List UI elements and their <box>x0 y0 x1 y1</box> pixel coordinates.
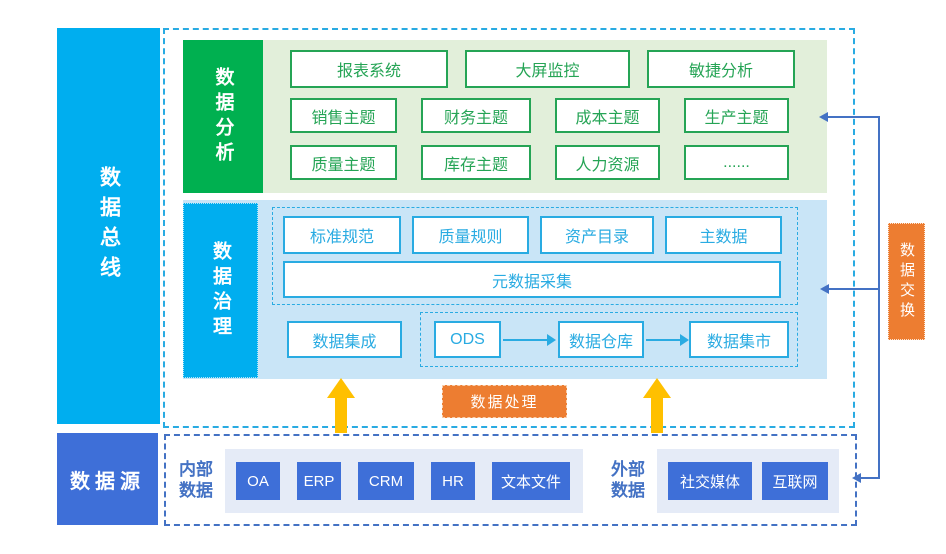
box-data-mart: 数据集市 <box>689 321 789 358</box>
arrow-left-icon <box>819 112 828 122</box>
flow-line-ods-warehouse <box>503 339 547 341</box>
box-asset-catalog: 资产目录 <box>540 216 654 254</box>
analysis-rows: 报表系统 大屏监控 敏捷分析 销售主题 财务主题 成本主题 生产主题 质量主题 … <box>263 40 827 193</box>
arrow-right-icon <box>547 334 556 346</box>
data-source-label-block: 数据源 <box>57 433 158 525</box>
data-source-container: 内部数据 OA ERP CRM HR 文本文件 外部数据 社交媒体 互联网 <box>164 434 857 526</box>
box-internet: 互联网 <box>762 462 828 500</box>
data-governance-label-block: 数据治理 <box>183 203 258 378</box>
analysis-row-2: 销售主题 财务主题 成本主题 生产主题 <box>290 98 827 133</box>
box-finance-theme: 财务主题 <box>421 98 531 133</box>
box-oa: OA <box>236 462 280 500</box>
feedback-line-to-source <box>860 477 880 479</box>
feedback-line-vertical <box>878 116 880 479</box>
box-sales-theme: 销售主题 <box>290 98 397 133</box>
main-dashed-container <box>163 28 855 428</box>
box-cost-theme: 成本主题 <box>555 98 660 133</box>
box-agile-analysis: 敏捷分析 <box>647 50 795 88</box>
data-analysis-label-block: 数据分析 <box>183 40 263 193</box>
data-analysis-section: 数据分析 报表系统 大屏监控 敏捷分析 销售主题 财务主题 成本主题 生产主题 … <box>183 40 827 193</box>
data-analysis-label: 数据分析 <box>212 66 234 167</box>
data-bus-bar: 数据总线 <box>57 28 160 424</box>
data-source-label: 数据源 <box>70 470 145 493</box>
data-bus-label: 数据总线 <box>97 166 121 286</box>
box-data-warehouse: 数据仓库 <box>558 321 644 358</box>
box-quality-rules: 质量规则 <box>412 216 529 254</box>
external-data-title: 外部数据 <box>611 460 645 501</box>
box-ods: ODS <box>434 321 501 358</box>
data-governance-label: 数据治理 <box>210 240 231 341</box>
up-arrow-icon <box>327 378 355 433</box>
up-arrow-head <box>643 378 671 398</box>
data-governance-section: 数据治理 标准规范 质量规则 资产目录 主数据 元数据采集 数据集成 ODS 数… <box>183 200 827 379</box>
box-data-integration: 数据集成 <box>287 321 402 358</box>
flow-line-warehouse-mart <box>646 339 680 341</box>
data-exchange-bar: 数据交换 <box>888 223 925 340</box>
arrow-right-icon <box>680 334 689 346</box>
box-standard-spec: 标准规范 <box>283 216 401 254</box>
box-report-system: 报表系统 <box>290 50 448 88</box>
standards-row: 标准规范 质量规则 资产目录 主数据 <box>283 216 782 254</box>
up-arrow-shaft <box>651 397 663 433</box>
feedback-line-to-governance <box>828 288 880 290</box>
arrow-left-icon <box>852 473 861 483</box>
box-inventory-theme: 库存主题 <box>421 145 531 180</box>
box-metadata-collection: 元数据采集 <box>283 261 781 298</box>
box-master-data: 主数据 <box>665 216 782 254</box>
box-crm: CRM <box>358 462 414 500</box>
box-erp: ERP <box>297 462 341 500</box>
analysis-row-1: 报表系统 大屏监控 敏捷分析 <box>290 50 827 88</box>
up-arrow-icon <box>643 378 671 433</box>
box-data-processing: 数据处理 <box>442 385 567 418</box>
external-data-strip: 社交媒体 互联网 <box>657 449 839 513</box>
up-arrow-shaft <box>335 397 347 433</box>
box-production-theme: 生产主题 <box>684 98 789 133</box>
box-dashboard-monitor: 大屏监控 <box>465 50 630 88</box>
up-arrow-head <box>327 378 355 398</box>
internal-data-title: 内部数据 <box>179 460 213 501</box>
arrow-left-icon <box>820 284 829 294</box>
box-quality-theme: 质量主题 <box>290 145 397 180</box>
internal-data-strip: OA ERP CRM HR 文本文件 <box>225 449 583 513</box>
governance-standards-container: 标准规范 质量规则 资产目录 主数据 元数据采集 <box>272 207 798 305</box>
data-exchange-label: 数据交换 <box>898 241 915 322</box>
analysis-row-3: 质量主题 库存主题 人力资源 ...... <box>290 145 827 180</box>
box-more-placeholder: ...... <box>684 145 789 180</box>
box-text-files: 文本文件 <box>492 462 570 500</box>
box-hr: HR <box>431 462 475 500</box>
box-social-media: 社交媒体 <box>668 462 752 500</box>
box-hr-theme: 人力资源 <box>555 145 660 180</box>
governance-pipeline-container: ODS 数据仓库 数据集市 <box>420 312 798 367</box>
feedback-line-to-analysis <box>827 116 880 118</box>
